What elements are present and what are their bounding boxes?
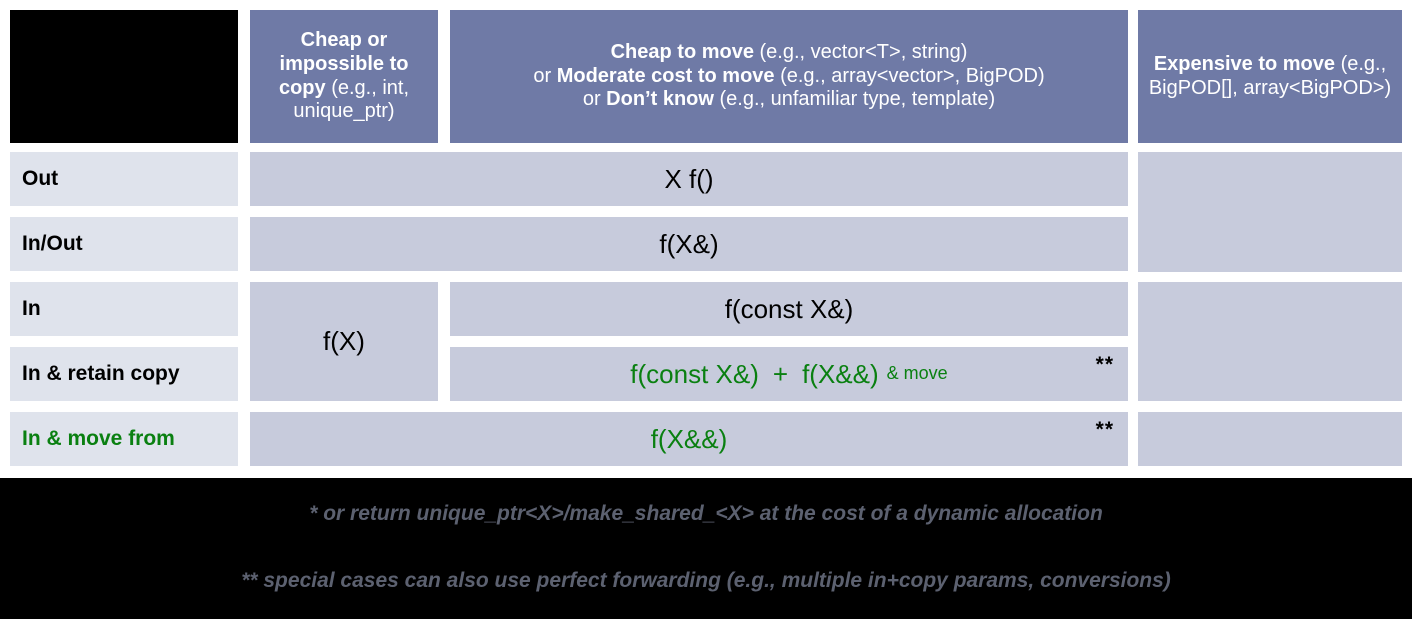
guideline-matrix: Cheap or impossible to copy (e.g., int, … bbox=[10, 10, 1402, 466]
row-label-text: In & retain copy bbox=[22, 361, 180, 385]
cell-in-expensive-to-move bbox=[1138, 282, 1402, 401]
column-header-examples: (e.g., BigPOD[], array<BigPOD>) bbox=[1148, 52, 1392, 99]
row-label-text: Out bbox=[22, 166, 59, 190]
column-header-examples: (e.g., int, unique_ptr) bbox=[293, 76, 410, 123]
row-label-text: In & move from bbox=[22, 426, 175, 450]
footnote-marker-double-star: ** bbox=[1095, 353, 1114, 376]
cell-in-cheap-to-move: f(const X&) bbox=[450, 282, 1128, 336]
cell-out-expensive-to-move bbox=[1138, 152, 1402, 272]
footnote-double-star: ** special cases can also use perfect fo… bbox=[241, 569, 1171, 592]
cell-value: f(X) bbox=[323, 326, 365, 357]
cell-value-part2: f(X&&) bbox=[802, 358, 879, 389]
column-header-strong: Expensive to move bbox=[1153, 52, 1336, 75]
matrix-corner-block bbox=[10, 10, 238, 143]
column-header-line3-examples: (e.g., unfamiliar type, template) bbox=[713, 88, 996, 111]
row-label-in-out: In/Out bbox=[10, 217, 238, 271]
row-label-in: In bbox=[10, 282, 238, 336]
column-header-line3-strong: Don’t know bbox=[606, 88, 714, 111]
cell-in-move-from-expensive-to-move bbox=[1138, 412, 1402, 466]
cell-value: f(X&) bbox=[659, 228, 719, 259]
cell-in-cheap-or-impossible-to-copy: f(X) bbox=[250, 282, 438, 401]
row-label-text: In bbox=[22, 296, 41, 320]
column-header-line1-examples: (e.g., vector<T>, string) bbox=[753, 41, 968, 64]
cell-value-part1: f(const X&) bbox=[630, 358, 759, 389]
cell-in-retain-copy-cheap-to-move: f(const X&) + f(X&&) & move ** bbox=[450, 347, 1128, 401]
column-header-line2-prefix: or bbox=[533, 64, 557, 87]
column-header-cheap-or-impossible-to-copy: Cheap or impossible to copy (e.g., int, … bbox=[250, 10, 438, 143]
column-header-line2-strong: Moderate cost to move bbox=[556, 64, 775, 87]
column-header-line1-strong: Cheap to move bbox=[610, 41, 754, 64]
column-header-line2-examples: (e.g., array<vector>, BigPOD) bbox=[774, 64, 1045, 87]
column-header-expensive-to-move: Expensive to move (e.g., BigPOD[], array… bbox=[1138, 10, 1402, 143]
cell-in-move-from-span: f(X&&) ** bbox=[250, 412, 1128, 466]
column-header-line3-prefix: or bbox=[582, 88, 607, 111]
cell-value: f(const X&) bbox=[724, 293, 854, 324]
footnote-single-star: * or return unique_ptr<X>/make_shared_<X… bbox=[309, 502, 1103, 525]
footnotes-panel: * or return unique_ptr<X>/make_shared_<X… bbox=[0, 478, 1412, 619]
row-label-in-move-from: In & move from bbox=[10, 412, 238, 466]
column-header-cheap-to-move: Cheap to move (e.g., vector<T>, string) … bbox=[450, 10, 1128, 143]
row-label-text: In/Out bbox=[22, 231, 83, 255]
cell-value: X f() bbox=[664, 163, 714, 194]
cell-out-cheap-to-move: X f() bbox=[250, 152, 1128, 206]
cell-value-move-suffix: & move bbox=[886, 363, 948, 384]
cell-value: f(X&&) bbox=[650, 423, 728, 454]
footnote-marker-double-star: ** bbox=[1095, 418, 1114, 441]
row-label-out: Out bbox=[10, 152, 238, 206]
cell-value-plus: + bbox=[772, 358, 789, 389]
cell-inout-span: f(X&) bbox=[250, 217, 1128, 271]
column-header-strong: Cheap or impossible to copy bbox=[278, 29, 409, 99]
row-label-in-retain-copy: In & retain copy bbox=[10, 347, 238, 401]
